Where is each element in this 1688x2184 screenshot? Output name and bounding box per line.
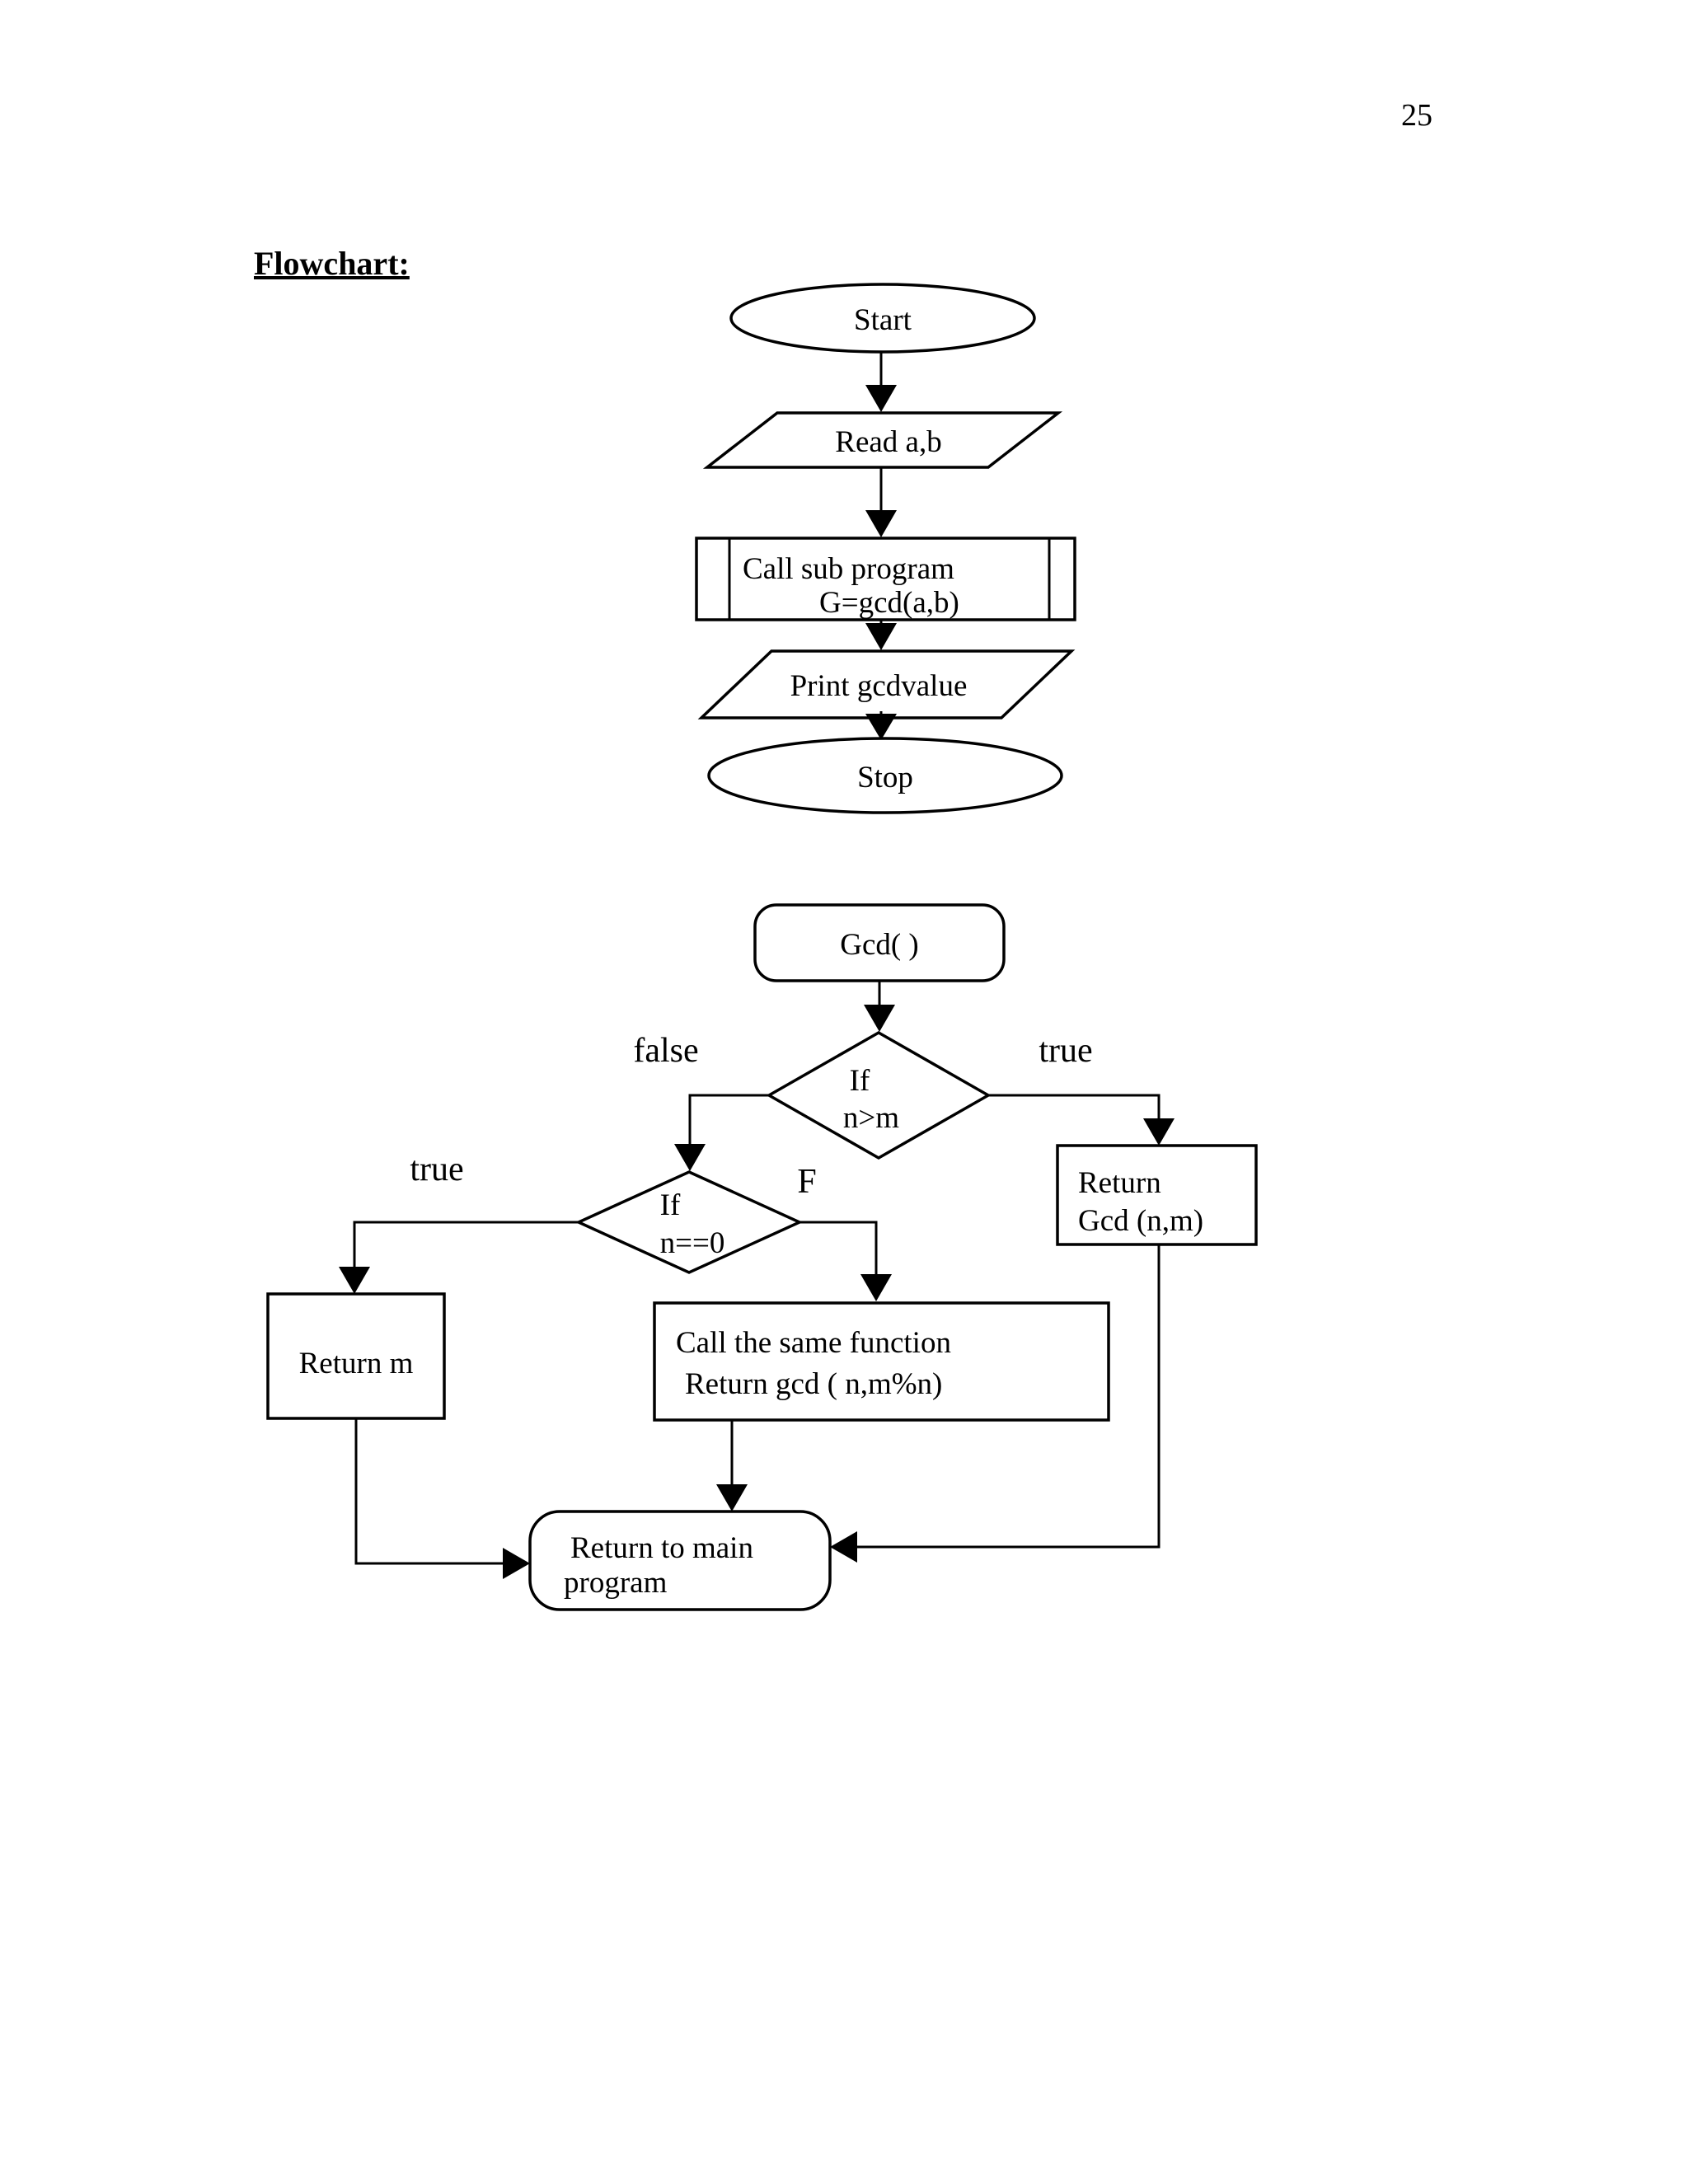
call-subprogram-box: [695, 537, 1076, 621]
connector-true-branch: [988, 1094, 1160, 1119]
section-heading: Flowchart:: [254, 245, 410, 282]
arrowhead-true-branch: [1143, 1118, 1175, 1146]
print-output-parallelogram: [697, 649, 1076, 719]
gcd-entry-label: Gcd( ): [840, 928, 919, 962]
start-label: Start: [854, 303, 912, 337]
read-label: Read a,b: [835, 425, 941, 459]
start-terminator: [729, 283, 1036, 354]
connector-true2-branch: [353, 1221, 579, 1268]
return-m-box: [266, 1292, 446, 1420]
connector-returngcd-main: [856, 1244, 1160, 1549]
call-same-function-label-line1: Call the same function: [676, 1326, 951, 1360]
return-m-label: Return m: [299, 1347, 414, 1380]
return-gcd-label-line1: Return: [1078, 1166, 1161, 1200]
call-subprogram-label-line1: Call sub program: [743, 552, 954, 586]
return-gcd-box: [1056, 1144, 1258, 1246]
arrowhead-returngcd-main: [830, 1531, 857, 1563]
true-branch-label: true: [1039, 1032, 1092, 1070]
arrowhead-f-branch: [860, 1274, 892, 1301]
stop-label: Stop: [857, 761, 913, 794]
main-flowchart: Start Read a,b Call sub program G=gcd(a,…: [695, 283, 1076, 814]
page-number: 25: [1401, 98, 1432, 133]
decision1-label-line2: n>m: [843, 1101, 899, 1135]
call-same-function-box: [653, 1301, 1110, 1422]
arrowhead-read-call: [865, 510, 897, 537]
connector-false-branch: [688, 1094, 769, 1145]
gcd-subroutine-flowchart: Gcd( ) If n>m false true If n==0 true F: [266, 903, 1258, 1611]
arrowhead-gcd-decision1: [864, 1005, 895, 1032]
decision-n-equals-zero: [574, 1170, 804, 1274]
decision-n-greater-m: [766, 1030, 992, 1160]
arrowhead-false-branch: [674, 1144, 706, 1171]
arrowhead-start-read: [865, 385, 897, 412]
connector-f-branch: [799, 1221, 878, 1275]
arrowhead-call-print: [865, 623, 897, 650]
decision2-label-line2: n==0: [660, 1226, 725, 1260]
call-subprogram-label-line2: G=gcd(a,b): [819, 586, 959, 620]
connector-returnm-main: [354, 1418, 504, 1565]
return-main-label-line2: program: [564, 1566, 668, 1600]
return-main-terminator: [528, 1510, 832, 1611]
false-branch-label: false: [633, 1032, 698, 1070]
arrowhead-callsame-main: [716, 1484, 748, 1511]
f-branch-label: F: [797, 1163, 816, 1201]
arrowhead-true2-branch: [339, 1267, 370, 1294]
decision1-label-line1: If: [850, 1064, 870, 1098]
decision2-label-line1: If: [660, 1188, 681, 1222]
arrowhead-print-stop: [865, 714, 897, 740]
print-label: Print gcdvalue: [790, 669, 968, 703]
return-gcd-label-line2: Gcd (n,m): [1078, 1204, 1203, 1238]
return-main-label-line1: Return to main: [570, 1531, 753, 1565]
true2-branch-label: true: [410, 1151, 463, 1188]
call-same-function-label-line2: Return gcd ( n,m%n): [685, 1367, 942, 1401]
stop-terminator: [707, 737, 1063, 814]
read-input-parallelogram: [702, 411, 1063, 469]
arrowhead-returnm-main: [503, 1548, 530, 1579]
